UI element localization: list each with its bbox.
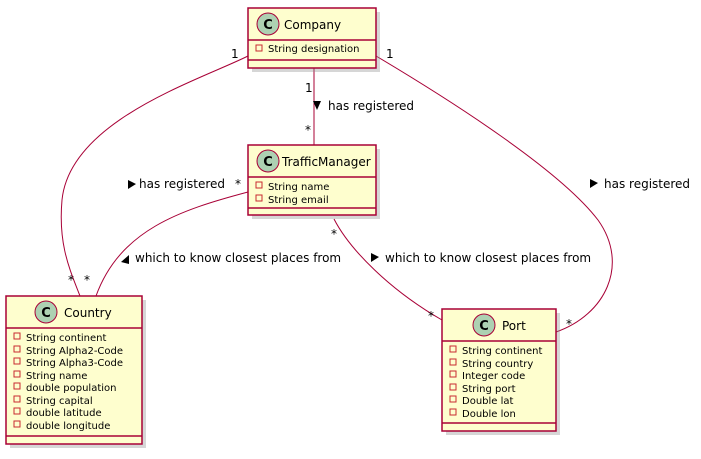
class-stereotype-letter: C (479, 319, 489, 334)
private-visibility-icon (449, 383, 457, 391)
class-stereotype-letter: C (263, 18, 273, 33)
multiplicity: * (566, 317, 572, 331)
private-visibility-icon (449, 408, 457, 416)
private-visibility-icon (13, 395, 21, 403)
private-visibility-icon (13, 332, 21, 340)
class-stereotype-icon (256, 149, 280, 173)
private-visibility-icon (13, 370, 21, 378)
class-attribute: double longitude (26, 421, 110, 432)
private-visibility-icon (255, 181, 263, 189)
class-attribute: String port (462, 384, 516, 395)
direction-arrow-icon (371, 253, 379, 262)
edge-company-port: has registered 1 * (375, 47, 690, 333)
class-attribute: String email (268, 195, 329, 206)
private-visibility-icon (449, 358, 457, 366)
association-label: has registered (604, 177, 690, 191)
association-label: which to know closest places from (385, 251, 591, 265)
association-label: has registered (328, 99, 414, 113)
class-attribute: String capital (26, 396, 93, 407)
private-visibility-icon (255, 194, 263, 202)
class-attribute: Double lon (462, 409, 516, 420)
edge-traffic-manager-country: which to know closest places from * * (84, 177, 341, 297)
private-visibility-icon (449, 395, 457, 403)
class-attribute: String Alpha3-Code (26, 358, 123, 369)
class-traffic-manager: C TrafficManager String name String emai… (247, 144, 380, 219)
class-name: Port (502, 319, 526, 333)
association-label: has registered (139, 177, 225, 191)
class-stereotype-icon (256, 12, 280, 36)
class-attribute: String Alpha2-Code (26, 346, 123, 357)
association-label: which to know closest places from (135, 251, 341, 265)
class-country: C Country String continent String Alpha2… (5, 295, 146, 448)
multiplicity: * (68, 273, 74, 287)
multiplicity: 1 (231, 47, 239, 61)
class-company: C Company String designation (247, 7, 380, 72)
class-name: Country (64, 306, 112, 320)
class-attribute: double latitude (26, 408, 102, 419)
direction-arrow-icon (590, 179, 598, 188)
direction-arrow-icon (313, 101, 321, 110)
private-visibility-icon (449, 345, 457, 353)
multiplicity: * (84, 273, 90, 287)
multiplicity: 1 (305, 81, 313, 95)
class-stereotype-letter: C (263, 155, 273, 170)
class-name: TrafficManager (281, 155, 371, 169)
class-name: Company (284, 18, 341, 32)
multiplicity: * (331, 227, 337, 241)
private-visibility-icon (13, 420, 21, 428)
class-attribute: Double lat (462, 396, 514, 407)
class-attribute: String name (268, 182, 329, 193)
edge-company-traffic-manager: has registered 1 * (305, 68, 414, 145)
class-attribute: String name (26, 371, 87, 382)
edge-company-country: has registered 1 * (60, 47, 249, 297)
class-stereotype-letter: C (41, 306, 51, 321)
multiplicity: * (305, 123, 311, 137)
direction-arrow-icon (121, 255, 129, 264)
edge-traffic-manager-port: which to know closest places from * * (331, 218, 591, 323)
class-attribute: Integer code (462, 371, 525, 382)
class-attribute: String continent (462, 346, 543, 357)
private-visibility-icon (13, 357, 21, 365)
private-visibility-icon (13, 345, 21, 353)
class-attribute: String continent (26, 333, 107, 344)
direction-arrow-icon (128, 180, 136, 189)
multiplicity: * (235, 177, 241, 191)
multiplicity: 1 (386, 47, 394, 61)
class-stereotype-icon (34, 300, 58, 324)
class-attribute: double population (26, 383, 116, 394)
private-visibility-icon (449, 370, 457, 378)
class-port: C Port String continent String country I… (441, 308, 560, 435)
class-attribute: String designation (268, 44, 359, 55)
private-visibility-icon (13, 382, 21, 390)
private-visibility-icon (255, 44, 263, 52)
private-visibility-icon (13, 407, 21, 415)
multiplicity: * (428, 309, 434, 323)
class-attribute: String country (462, 359, 533, 370)
class-stereotype-icon (472, 313, 496, 337)
